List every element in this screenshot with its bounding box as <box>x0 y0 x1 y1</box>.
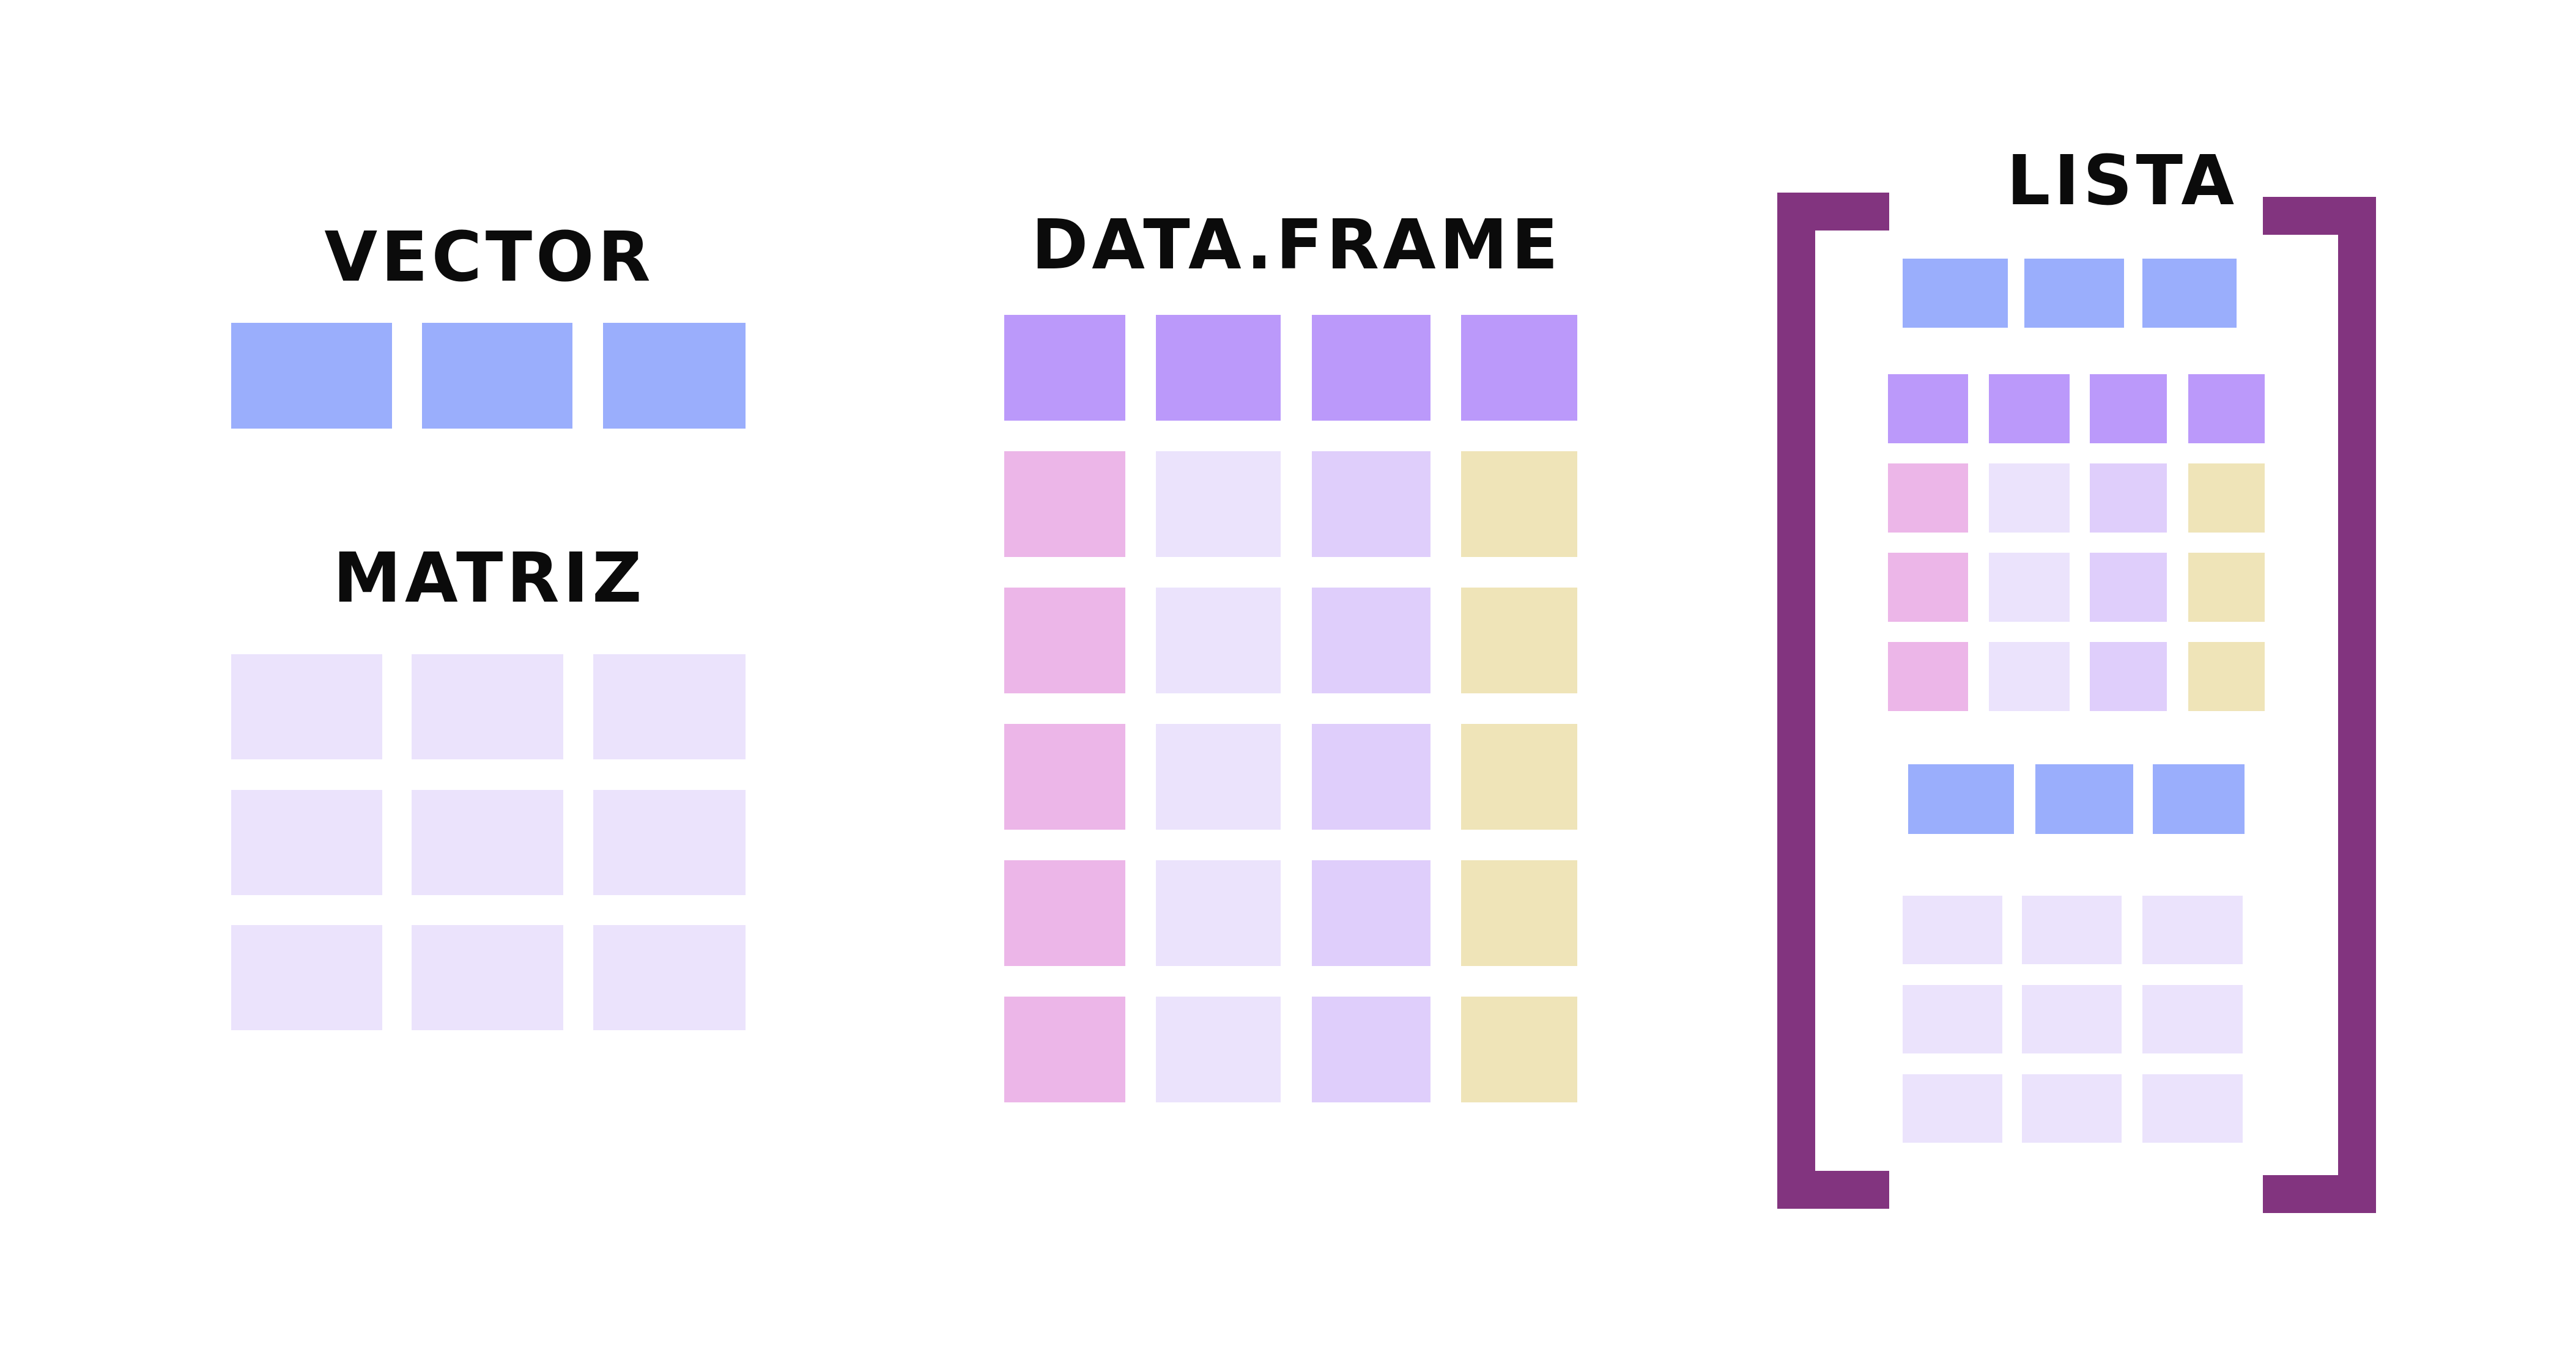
lista-dataframe-cell <box>1989 553 2070 622</box>
dataframe-cell <box>1461 724 1577 830</box>
dataframe-header-cell <box>1156 315 1281 421</box>
matriz-cell <box>412 790 563 895</box>
lista-vector-cell <box>2153 764 2245 834</box>
dataframe-cell <box>1461 997 1577 1102</box>
dataframe-cell <box>1461 588 1577 693</box>
lista-title: LISTA <box>2006 141 2238 221</box>
lista-matriz-cell <box>1903 896 2002 964</box>
lista-matriz-cell <box>1903 985 2002 1053</box>
lista-dataframe-cell <box>1888 553 1968 622</box>
matriz-cell <box>593 654 746 759</box>
lista-matriz-cell <box>2142 896 2243 964</box>
dataframe-cell <box>1461 451 1577 557</box>
lista-matriz-cell <box>1903 1074 2002 1143</box>
lista-dataframe-cell <box>2090 553 2167 622</box>
dataframe-cell <box>1312 860 1430 966</box>
lista-matriz-cell <box>2142 985 2243 1053</box>
matriz-title: MATRIZ <box>333 539 646 618</box>
dataframe-title: DATA.FRAME <box>1031 205 1562 285</box>
matriz-cell <box>593 925 746 1030</box>
lista-dataframe-header-cell <box>2090 374 2167 443</box>
lista-dataframe-header-cell <box>2188 374 2265 443</box>
lista-dataframe-header-cell <box>1989 374 2070 443</box>
dataframe-cell <box>1156 588 1281 693</box>
vector-cell <box>422 323 572 429</box>
lista-dataframe-cell <box>1888 642 1968 711</box>
dataframe-cell <box>1156 724 1281 830</box>
lista-vector-cell <box>1908 764 2014 834</box>
dataframe-cell <box>1004 724 1125 830</box>
lista-dataframe-header-cell <box>1888 374 1968 443</box>
lista-vector-cell <box>2035 764 2133 834</box>
dataframe-header-cell <box>1312 315 1430 421</box>
dataframe-cell <box>1312 724 1430 830</box>
matriz-cell <box>231 925 382 1030</box>
lista-matriz-cell <box>2142 1074 2243 1143</box>
lista-matriz-cell <box>2022 1074 2122 1143</box>
lista-matriz-cell <box>2022 896 2122 964</box>
lista-vector-cell <box>2024 259 2124 328</box>
dataframe-cell <box>1156 997 1281 1102</box>
lista-dataframe-cell <box>1989 642 2070 711</box>
dataframe-cell <box>1312 997 1430 1102</box>
matriz-cell <box>412 654 563 759</box>
vector-title: VECTOR <box>324 218 654 297</box>
dataframe-cell <box>1461 860 1577 966</box>
dataframe-cell <box>1004 588 1125 693</box>
dataframe-cell <box>1156 860 1281 966</box>
dataframe-header-cell <box>1461 315 1577 421</box>
dataframe-header-cell <box>1004 315 1125 421</box>
matriz-cell <box>231 790 382 895</box>
left-bracket <box>1777 193 1815 1209</box>
matriz-cell <box>412 925 563 1030</box>
lista-dataframe-cell <box>2188 463 2265 533</box>
right-bracket <box>2338 197 2376 1213</box>
vector-cell <box>231 323 392 429</box>
matriz-cell <box>231 654 382 759</box>
right-bracket <box>2263 1175 2376 1213</box>
dataframe-cell <box>1004 997 1125 1102</box>
dataframe-cell <box>1312 451 1430 557</box>
dataframe-cell <box>1156 451 1281 557</box>
dataframe-cell <box>1312 588 1430 693</box>
vector-cell <box>603 323 746 429</box>
lista-dataframe-cell <box>2090 463 2167 533</box>
left-bracket <box>1777 1171 1889 1209</box>
lista-dataframe-cell <box>2090 642 2167 711</box>
lista-vector-cell <box>1903 259 2008 328</box>
lista-dataframe-cell <box>1888 463 1968 533</box>
lista-matriz-cell <box>2022 985 2122 1053</box>
lista-dataframe-cell <box>2188 553 2265 622</box>
dataframe-cell <box>1004 860 1125 966</box>
matriz-cell <box>593 790 746 895</box>
lista-vector-cell <box>2142 259 2237 328</box>
lista-dataframe-cell <box>1989 463 2070 533</box>
dataframe-cell <box>1004 451 1125 557</box>
lista-dataframe-cell <box>2188 642 2265 711</box>
